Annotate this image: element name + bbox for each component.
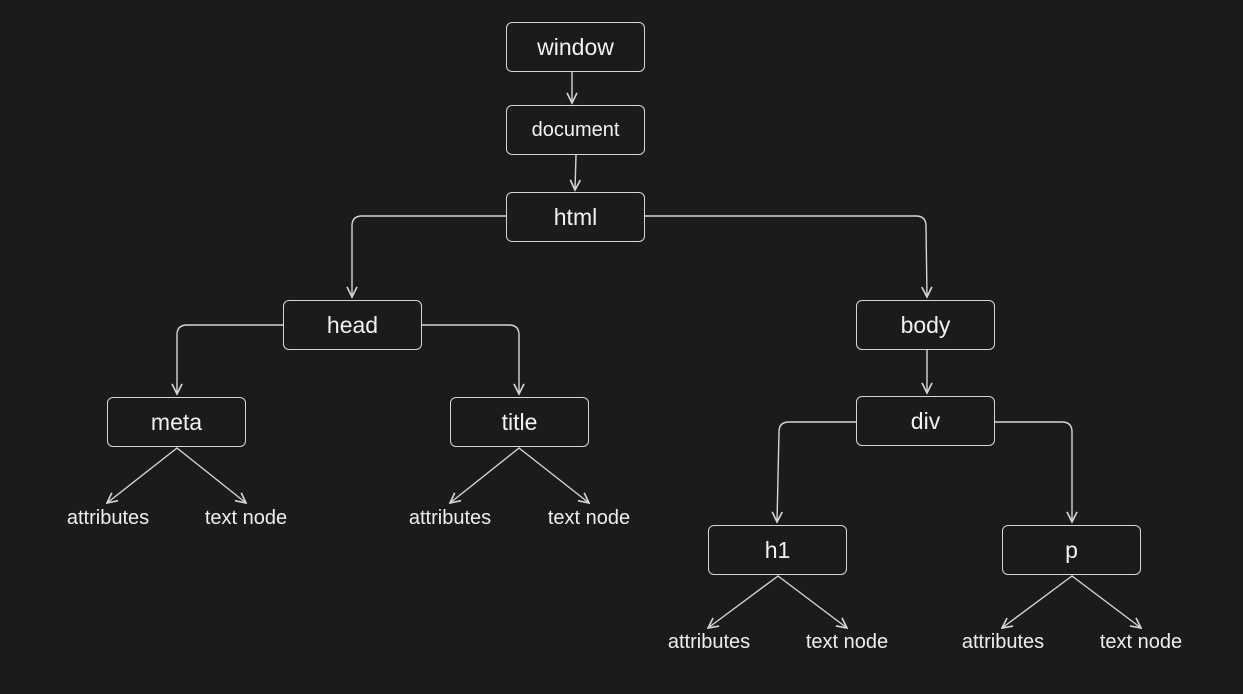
node-window: window — [506, 22, 645, 72]
leaf-title-attributes: attributes — [408, 507, 492, 529]
edge-p-text-node — [1071, 575, 1141, 628]
edge-head-title — [421, 324, 519, 394]
leaf-h1-text-node: text node — [805, 631, 889, 653]
edge-title-text-node — [518, 447, 589, 503]
edge-html-body — [644, 215, 927, 297]
edge-h1-text-node — [777, 575, 847, 628]
leaf-meta-attributes: attributes — [66, 507, 150, 529]
node-head: head — [283, 300, 422, 350]
edge-html-head — [352, 215, 507, 297]
node-meta: meta — [107, 397, 246, 447]
leaf-meta-text-node: text node — [204, 507, 288, 529]
edge-document-html — [575, 154, 576, 190]
edge-head-meta — [177, 324, 284, 394]
node-div: div — [856, 396, 995, 446]
edge-meta-attributes — [107, 447, 178, 503]
edge-meta-text-node — [176, 447, 246, 503]
edge-div-h1 — [777, 421, 857, 522]
leaf-p-attributes: attributes — [961, 631, 1045, 653]
node-title: title — [450, 397, 589, 447]
edge-h1-attributes — [708, 575, 779, 628]
node-p: p — [1002, 525, 1141, 575]
node-body: body — [856, 300, 995, 350]
edge-p-attributes — [1002, 575, 1073, 628]
edge-div-p — [994, 421, 1072, 522]
node-h1: h1 — [708, 525, 847, 575]
leaf-h1-attributes: attributes — [667, 631, 751, 653]
leaf-title-text-node: text node — [547, 507, 631, 529]
leaf-p-text-node: text node — [1099, 631, 1183, 653]
edge-title-attributes — [450, 447, 520, 503]
node-html: html — [506, 192, 645, 242]
node-document: document — [506, 105, 645, 155]
